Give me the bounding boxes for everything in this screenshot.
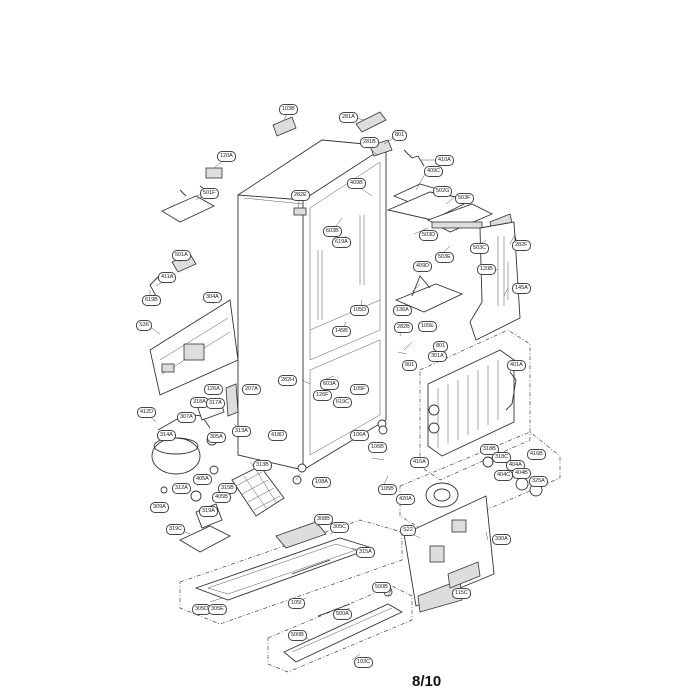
callout-412d: 412D: [137, 407, 157, 418]
control-box: [147, 253, 239, 396]
callout-136a: 136A: [393, 305, 412, 316]
callout-409d: 409D: [413, 261, 433, 272]
callout-501f: 501F: [200, 188, 219, 199]
callout-416b: 416B: [527, 449, 546, 460]
callout-619a: 619A: [332, 237, 351, 248]
lower-grille-assembly: [267, 585, 413, 673]
callout-314a: 314A: [157, 430, 176, 441]
callout-619b: 619B: [142, 295, 161, 306]
callout-145b: 145B: [332, 326, 351, 337]
callout-120a: 120A: [217, 151, 236, 162]
callout-312a: 312A: [172, 483, 191, 494]
callout-105b: 105B: [378, 484, 397, 495]
callout-301a: 301A: [428, 351, 447, 362]
air-duct: [469, 221, 521, 341]
callout-282b: 282B: [394, 322, 413, 333]
callout-313a: 313A: [232, 426, 251, 437]
callout-318c: 318C: [492, 452, 512, 463]
callout-503c: 503C: [470, 243, 490, 254]
callout-420a: 420A: [396, 494, 415, 505]
callout-305c: 305C: [330, 522, 350, 533]
callout-603b: 603B: [323, 226, 342, 237]
callout-401a: 401A: [507, 360, 526, 371]
callout-500b-lower: 500B: [288, 630, 307, 641]
callout-409b: 409B: [347, 178, 366, 189]
callout-115c: 115C: [452, 588, 471, 599]
callout-503e: 503E: [435, 252, 454, 263]
callout-282e: 282E: [291, 190, 310, 201]
callout-309a: 309A: [150, 502, 169, 513]
callout-281b: 281B: [360, 137, 379, 148]
callout-404c: 404C: [494, 470, 514, 481]
callout-411a: 411A: [158, 272, 177, 283]
callout-106b: 106B: [368, 442, 387, 453]
callout-503f: 503F: [455, 193, 474, 204]
callout-317a: 317A: [206, 398, 225, 409]
callout-281a: 281A: [339, 112, 358, 123]
callout-282h: 282H: [278, 375, 298, 386]
callout-126a: 126A: [204, 384, 223, 395]
cabinet: [237, 139, 388, 485]
callout-s22: S22: [400, 525, 416, 536]
page-number: 8/10: [412, 673, 442, 690]
callout-305e: 305E: [208, 604, 227, 615]
evaporator-back-cover: [403, 495, 495, 613]
callout-503d: 503D: [419, 230, 439, 241]
condenser: [231, 465, 285, 517]
callout-308b: 308B: [314, 514, 333, 525]
callout-319c: 319C: [166, 524, 186, 535]
callout-500b-upper: 500B: [372, 582, 391, 593]
callout-325a: 325A: [529, 476, 548, 487]
callout-501a: 501A: [172, 250, 191, 261]
callout-108a: 108A: [312, 477, 331, 488]
callout-305a: 305A: [207, 432, 226, 443]
callout-304a: 304A: [203, 292, 222, 303]
base-plate-assembly: [179, 519, 403, 625]
compressor-assembly: [151, 383, 239, 515]
callout-120b: 120B: [477, 264, 496, 275]
callout-313b: 313B: [253, 460, 272, 471]
evaporator-assembly: [419, 329, 531, 481]
callout-330a: 330A: [492, 534, 511, 545]
callout-410a: 410A: [435, 155, 454, 166]
callout-207a: 207A: [242, 384, 261, 395]
callout-103b: 103B: [279, 104, 298, 115]
callout-145a: 145A: [512, 283, 531, 294]
callout-603a: 603A: [320, 379, 339, 390]
callout-801-top: 801: [392, 130, 408, 141]
callout-318b: 318B: [480, 444, 499, 455]
callout-105e: 105E: [418, 321, 437, 332]
callout-404b: 404B: [512, 468, 531, 479]
callout-126f: 126F: [313, 390, 332, 401]
callout-418d: 418D: [268, 430, 288, 441]
callout-105d: 105D: [350, 305, 370, 316]
callout-405a: 405A: [193, 474, 212, 485]
top-parts: [161, 111, 517, 249]
callout-106a: 106A: [350, 430, 369, 441]
callout-315a: 315A: [356, 547, 375, 558]
callout-105f: 105F: [350, 384, 369, 395]
callout-619c: 619C: [333, 397, 353, 408]
callout-103c: 103C: [354, 657, 374, 668]
callout-416a: 416A: [410, 457, 429, 468]
callout-409c: 409C: [424, 166, 444, 177]
callout-500a: 500A: [333, 609, 352, 620]
callout-801-low: 801: [402, 360, 418, 371]
callout-s36: S36: [136, 320, 152, 331]
callout-405b: 405B: [212, 492, 231, 503]
fan-assembly: [399, 431, 561, 535]
callout-282f: 282F: [512, 240, 531, 251]
callout-105i: 105I: [288, 598, 305, 609]
callout-319a: 319A: [199, 506, 218, 517]
callout-502g: 502G: [433, 186, 453, 197]
callout-307a: 307A: [177, 412, 196, 423]
